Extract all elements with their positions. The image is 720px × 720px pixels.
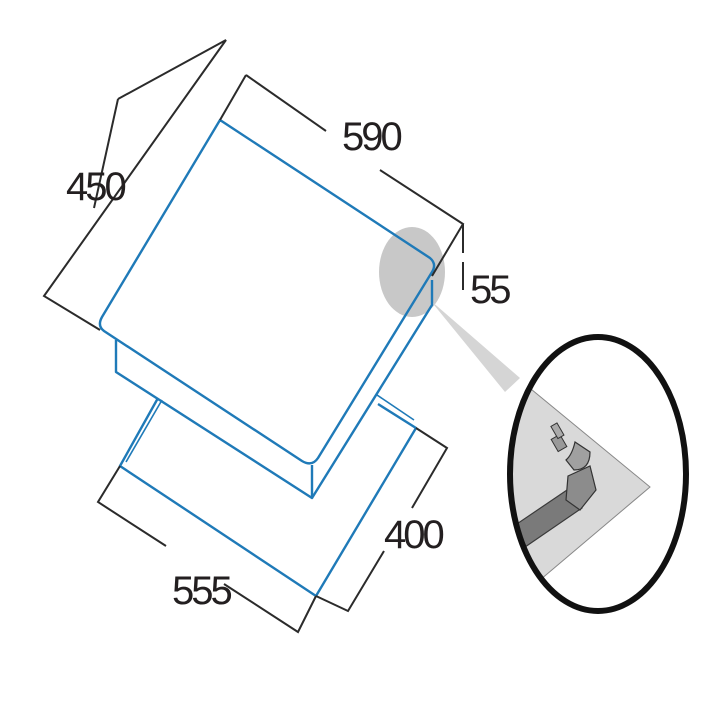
dimension-label-cutout-width: 555 [172, 569, 231, 613]
dimension-label-cutout-depth: 400 [384, 513, 443, 557]
dimension-label-depth: 450 [66, 165, 125, 209]
dimension-lines [42, 39, 465, 634]
callout-pointer [430, 300, 520, 392]
gas-pipe-icon [510, 422, 597, 557]
connection-highlight [379, 227, 445, 317]
dimension-label-width: 590 [342, 115, 401, 159]
detail-callout [507, 334, 689, 614]
cutout-outline [118, 394, 418, 598]
hob-body [114, 280, 434, 500]
dimension-label-height: 55 [470, 268, 510, 312]
hob-top-surface [98, 118, 436, 465]
